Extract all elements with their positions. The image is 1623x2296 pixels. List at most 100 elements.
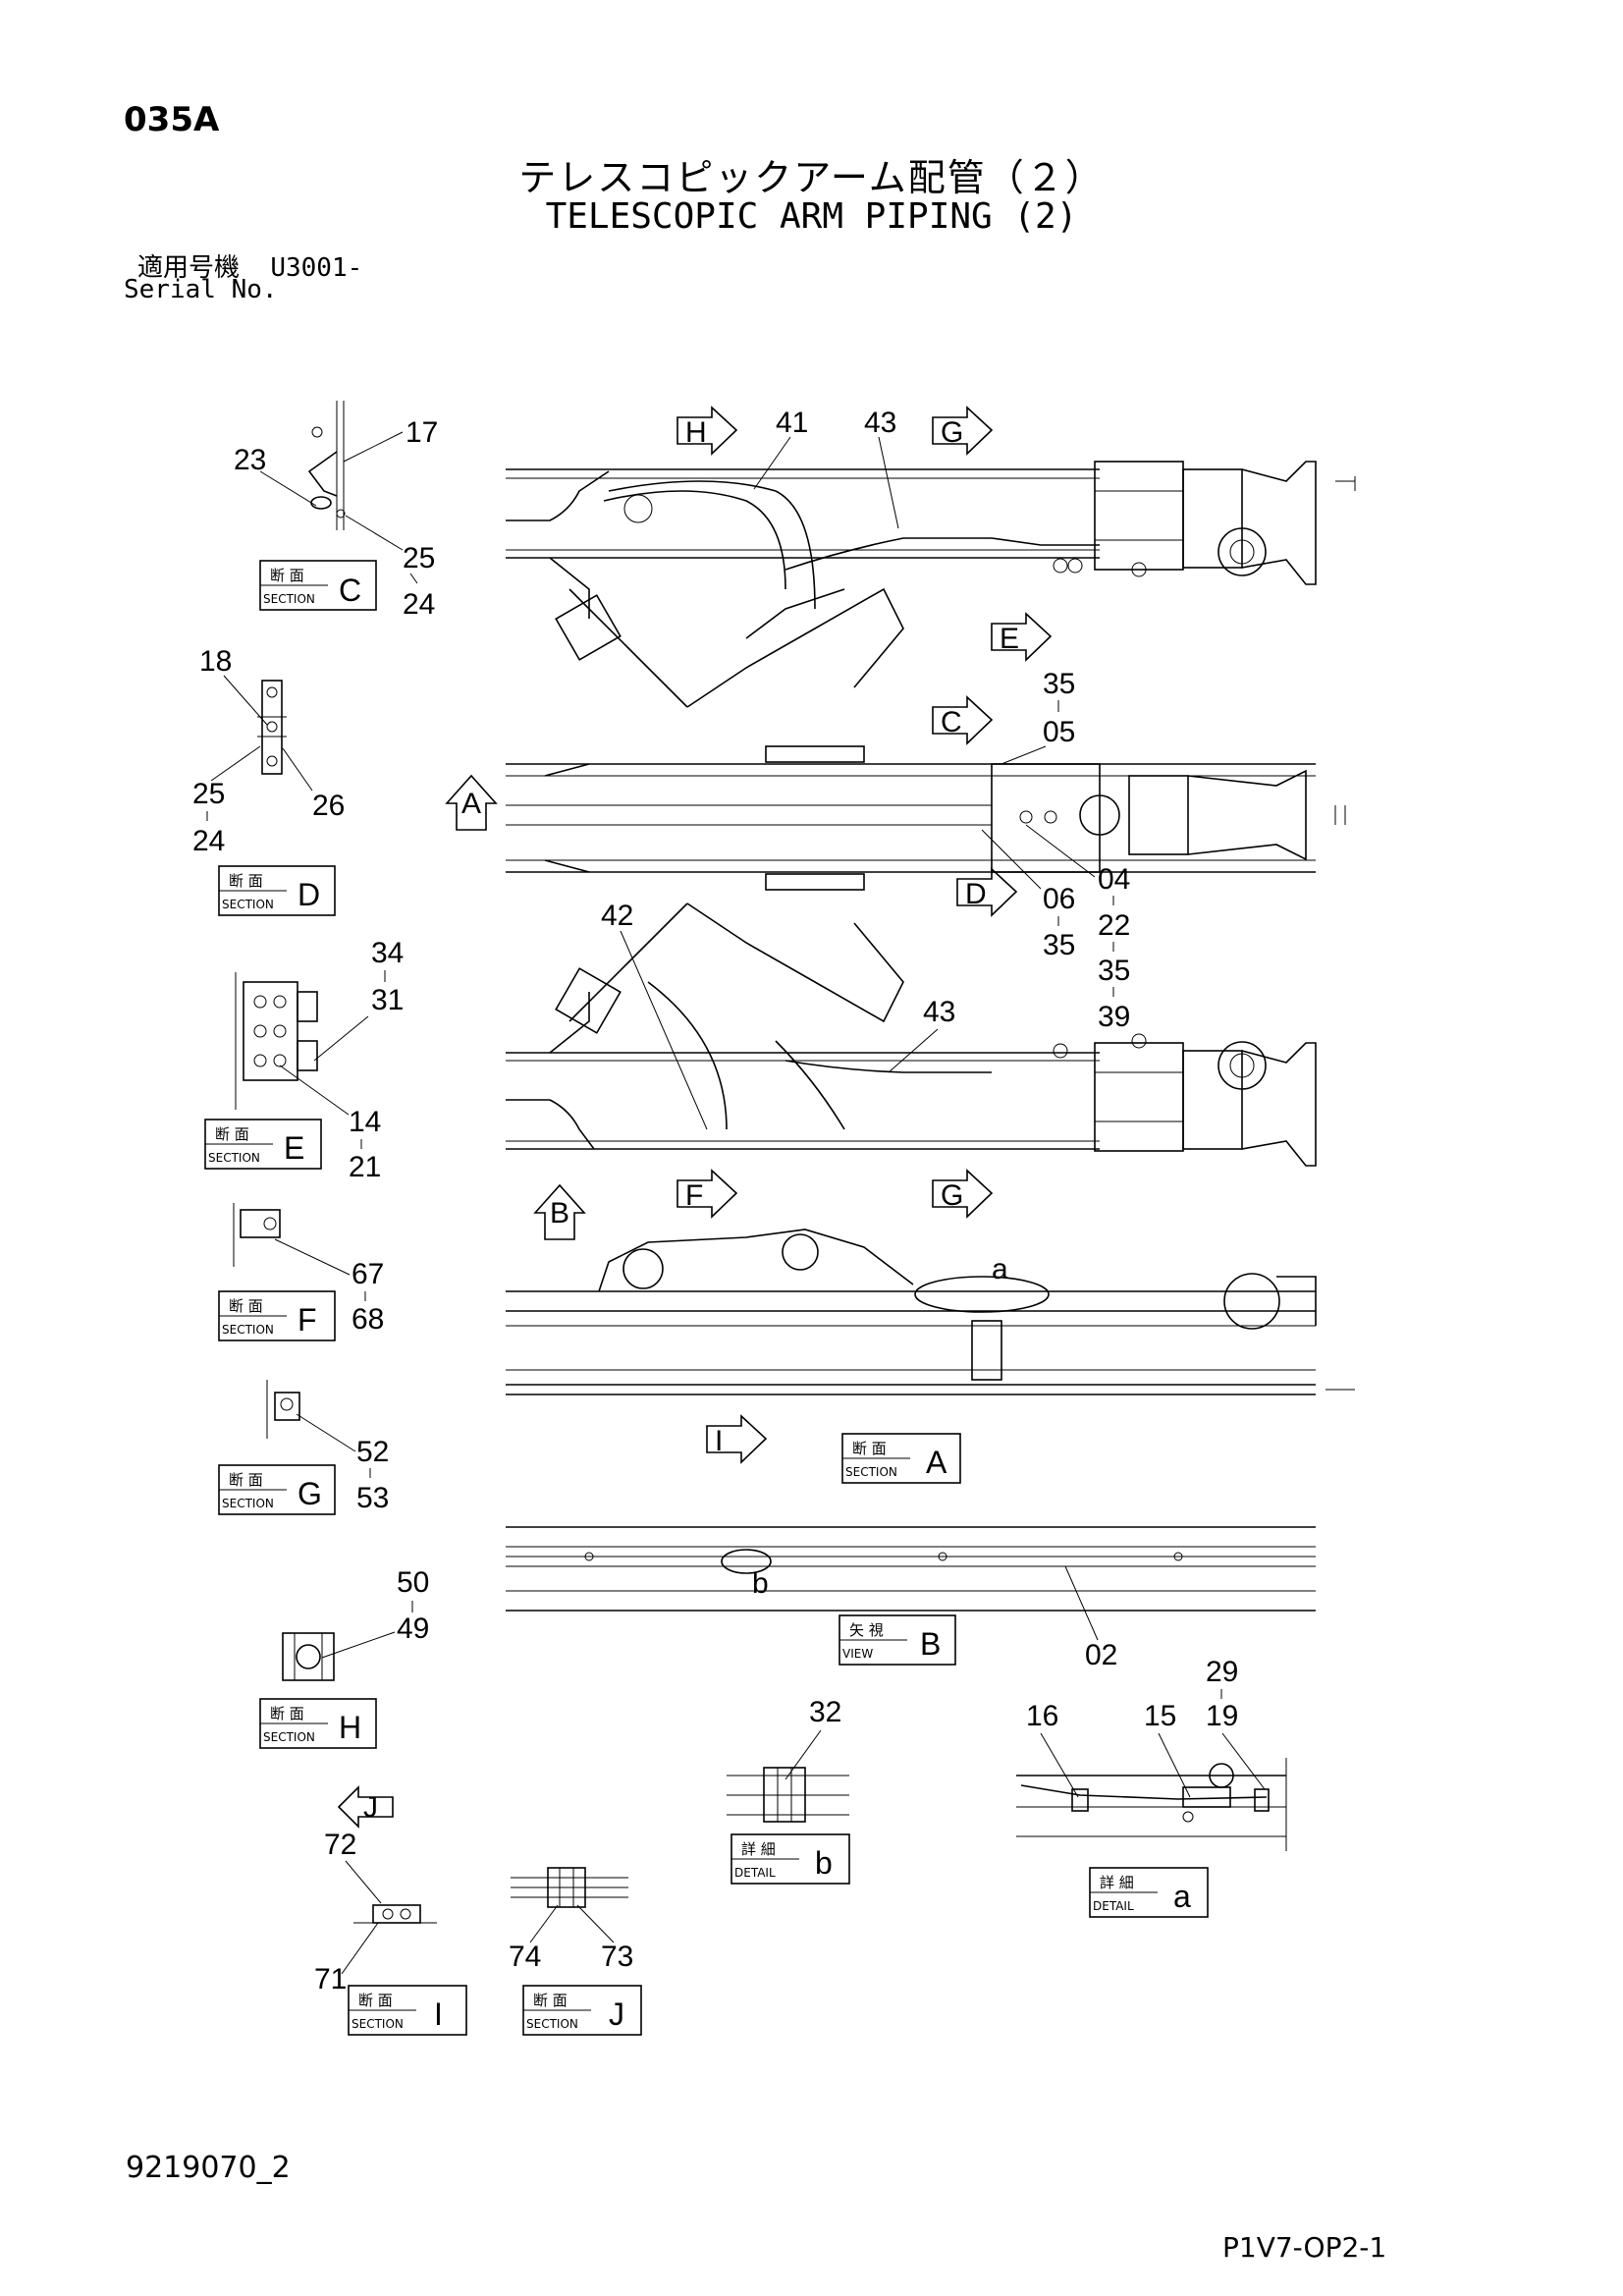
section-tag-j: 断 面 SECTION J bbox=[522, 1985, 642, 2036]
svg-text:断 面: 断 面 bbox=[229, 1297, 263, 1315]
callout-b: b bbox=[752, 1567, 769, 1600]
svg-text:断 面: 断 面 bbox=[270, 1705, 304, 1722]
svg-text:断 面: 断 面 bbox=[270, 567, 304, 584]
svg-text:D: D bbox=[965, 878, 987, 910]
view-tag-b: 矢 視 VIEW B bbox=[839, 1614, 956, 1666]
arrow-d: D bbox=[956, 867, 1018, 917]
svg-text:E: E bbox=[1000, 623, 1019, 655]
callout-22: 22 bbox=[1098, 909, 1130, 942]
section-tag-e: 断 面 SECTION E bbox=[204, 1119, 322, 1170]
detail-b-sketch bbox=[727, 1767, 849, 1823]
arrow-g-mid: G bbox=[932, 1169, 994, 1219]
callout-31: 31 bbox=[371, 984, 404, 1016]
svg-text:SECTION: SECTION bbox=[263, 1730, 315, 1744]
callout-32: 32 bbox=[809, 1696, 841, 1728]
callout-04: 04 bbox=[1098, 863, 1130, 896]
callout-24-d: 24 bbox=[192, 825, 225, 857]
svg-text:詳 細: 詳 細 bbox=[741, 1840, 776, 1858]
svg-text:断 面: 断 面 bbox=[358, 1992, 393, 2009]
section-e-sketch bbox=[235, 972, 318, 1110]
section-tag-f: 断 面 SECTION F bbox=[218, 1290, 336, 1341]
callout-43-mid: 43 bbox=[923, 996, 955, 1028]
svg-text:G: G bbox=[941, 1179, 963, 1212]
section-j-sketch bbox=[511, 1867, 628, 1908]
arm-view-3 bbox=[506, 902, 1317, 1167]
svg-text:G: G bbox=[298, 1476, 322, 1511]
svg-text:a: a bbox=[1173, 1879, 1191, 1914]
callout-67: 67 bbox=[352, 1258, 384, 1290]
svg-text:SECTION: SECTION bbox=[263, 592, 315, 606]
callout-52: 52 bbox=[356, 1436, 389, 1468]
arrow-j: J bbox=[337, 1785, 394, 1829]
svg-text:I: I bbox=[434, 1996, 443, 2032]
callout-74: 74 bbox=[509, 1941, 541, 1973]
callout-05: 05 bbox=[1043, 716, 1075, 748]
section-tag-c: 断 面 SECTION C bbox=[259, 560, 377, 611]
svg-text:SECTION: SECTION bbox=[222, 1323, 274, 1337]
svg-text:E: E bbox=[284, 1130, 304, 1166]
arrow-h-top: H bbox=[676, 406, 738, 456]
page-code: 035A bbox=[124, 100, 220, 139]
svg-text:矢 視: 矢 視 bbox=[849, 1621, 884, 1639]
callout-a: a bbox=[992, 1253, 1008, 1285]
callout-43-top: 43 bbox=[864, 407, 896, 439]
callout-39: 39 bbox=[1098, 1001, 1130, 1033]
svg-text:SECTION: SECTION bbox=[526, 2017, 578, 2031]
arrow-a: A bbox=[445, 774, 498, 831]
section-g-sketch bbox=[266, 1380, 300, 1439]
svg-text:J: J bbox=[363, 1791, 378, 1824]
svg-text:J: J bbox=[609, 1996, 624, 2032]
svg-text:C: C bbox=[941, 706, 962, 738]
section-tag-d: 断 面 SECTION D bbox=[218, 865, 336, 916]
arrow-i: I bbox=[706, 1414, 768, 1464]
callout-42: 42 bbox=[601, 900, 633, 932]
svg-text:DETAIL: DETAIL bbox=[1093, 1899, 1134, 1913]
svg-text:断 面: 断 面 bbox=[533, 1992, 568, 2009]
callout-02: 02 bbox=[1085, 1639, 1117, 1671]
section-f-sketch bbox=[233, 1203, 281, 1267]
svg-text:H: H bbox=[339, 1710, 361, 1745]
arm-view-1 bbox=[506, 461, 1356, 708]
svg-text:断 面: 断 面 bbox=[229, 1471, 263, 1489]
svg-text:I: I bbox=[715, 1425, 723, 1457]
arrow-e: E bbox=[991, 612, 1053, 662]
arrow-c: C bbox=[932, 695, 994, 745]
callout-16: 16 bbox=[1026, 1700, 1058, 1732]
serial-row-japanese: 適用号機 U3001- bbox=[137, 247, 362, 284]
callout-24-c: 24 bbox=[403, 588, 435, 621]
callout-49: 49 bbox=[397, 1613, 429, 1645]
svg-text:F: F bbox=[298, 1302, 317, 1338]
svg-text:詳 細: 詳 細 bbox=[1100, 1874, 1134, 1891]
arrow-b: B bbox=[533, 1183, 586, 1240]
arrow-f: F bbox=[676, 1169, 738, 1219]
callout-26: 26 bbox=[312, 790, 345, 822]
callout-29: 29 bbox=[1206, 1656, 1238, 1688]
callout-21: 21 bbox=[349, 1151, 381, 1183]
callout-15: 15 bbox=[1144, 1700, 1176, 1732]
callout-34: 34 bbox=[371, 937, 404, 969]
serial-value: U3001- bbox=[270, 253, 363, 283]
svg-text:D: D bbox=[298, 877, 320, 912]
svg-text:b: b bbox=[815, 1845, 833, 1881]
svg-text:A: A bbox=[461, 788, 481, 820]
callout-35-c: 35 bbox=[1098, 955, 1130, 987]
arm-side-view bbox=[506, 1229, 1355, 1395]
svg-text:SECTION: SECTION bbox=[352, 2017, 404, 2031]
callout-50: 50 bbox=[397, 1566, 429, 1599]
callout-73: 73 bbox=[601, 1941, 633, 1973]
section-h-sketch bbox=[282, 1632, 335, 1681]
callout-41: 41 bbox=[776, 407, 808, 439]
page-title-japanese: テレスコピックアーム配管（２） bbox=[518, 156, 1105, 199]
callout-18: 18 bbox=[199, 645, 232, 678]
callout-23: 23 bbox=[234, 444, 266, 476]
callout-35-b: 35 bbox=[1043, 929, 1075, 961]
callout-25-c: 25 bbox=[403, 542, 435, 574]
section-i-sketch bbox=[353, 1904, 437, 1924]
svg-text:SECTION: SECTION bbox=[845, 1465, 897, 1479]
svg-text:断 面: 断 面 bbox=[852, 1440, 887, 1457]
callout-06: 06 bbox=[1043, 883, 1075, 915]
callout-53: 53 bbox=[356, 1482, 389, 1514]
callout-25-d: 25 bbox=[192, 778, 225, 810]
detail-a-sketch bbox=[1016, 1758, 1287, 1851]
svg-text:DETAIL: DETAIL bbox=[734, 1866, 776, 1880]
